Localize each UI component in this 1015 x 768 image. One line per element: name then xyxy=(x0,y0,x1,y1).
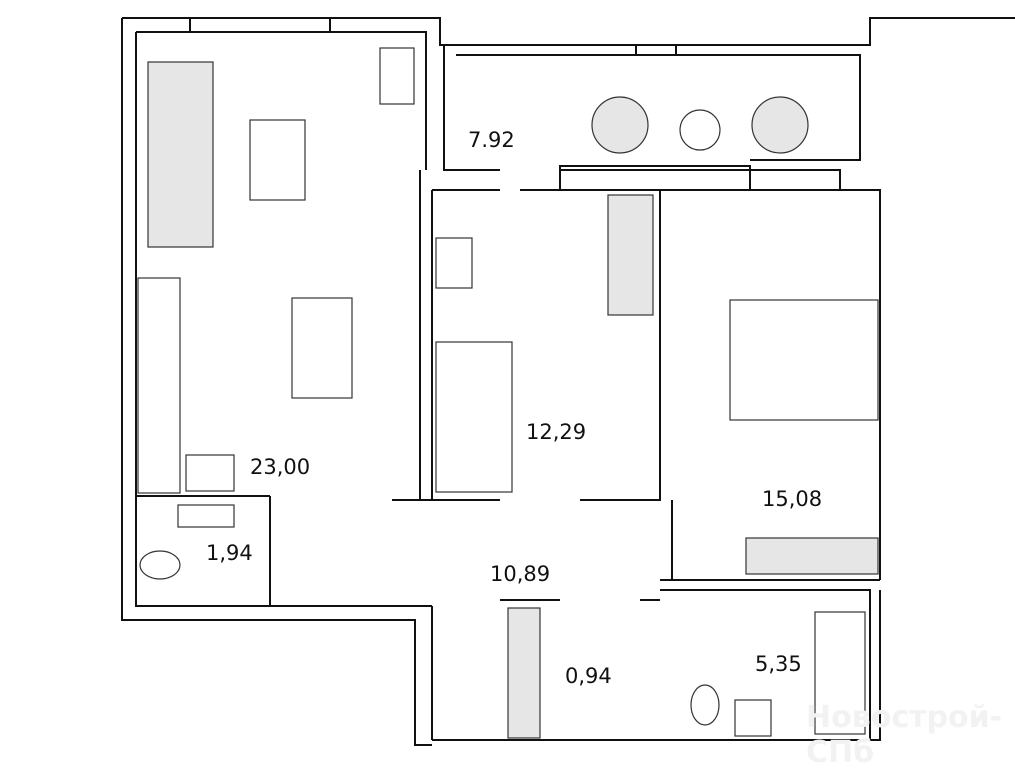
balcony-divider xyxy=(559,165,751,191)
dining-table xyxy=(291,297,353,399)
room-area-living: 23,00 xyxy=(250,455,311,479)
room-area-bathroom: 5,35 xyxy=(755,652,802,676)
desk xyxy=(435,237,473,289)
room-area-bedroom-large: 15,08 xyxy=(762,487,823,511)
window xyxy=(189,17,331,33)
toilet xyxy=(139,550,181,580)
bed-small xyxy=(435,341,513,493)
room-area-closet: 0,94 xyxy=(565,664,612,688)
watermark: Новострой-СПб xyxy=(806,700,1003,768)
coffee-table xyxy=(249,119,306,201)
shelf xyxy=(379,47,415,105)
sink-cabinet xyxy=(177,504,235,528)
toilet xyxy=(690,684,720,726)
room-area-balcony: 7.92 xyxy=(468,128,515,152)
wardrobe xyxy=(507,607,541,739)
bathtub xyxy=(814,611,866,735)
room-area-bedroom-small: 12,29 xyxy=(526,420,587,444)
armchair xyxy=(751,96,809,154)
furniture xyxy=(137,47,879,739)
walls xyxy=(121,17,1015,746)
round-table xyxy=(679,109,721,151)
sofa xyxy=(147,61,214,248)
wardrobe xyxy=(745,537,879,575)
kitchen-counter xyxy=(137,277,181,494)
wardrobe xyxy=(607,194,654,316)
armchair xyxy=(591,96,649,154)
window xyxy=(635,44,677,56)
double-bed xyxy=(729,299,879,421)
washing-machine xyxy=(734,699,772,737)
room-area-hall: 10,89 xyxy=(490,562,551,586)
room-area-toilet: 1,94 xyxy=(206,541,253,565)
kitchen-sink xyxy=(185,454,235,492)
